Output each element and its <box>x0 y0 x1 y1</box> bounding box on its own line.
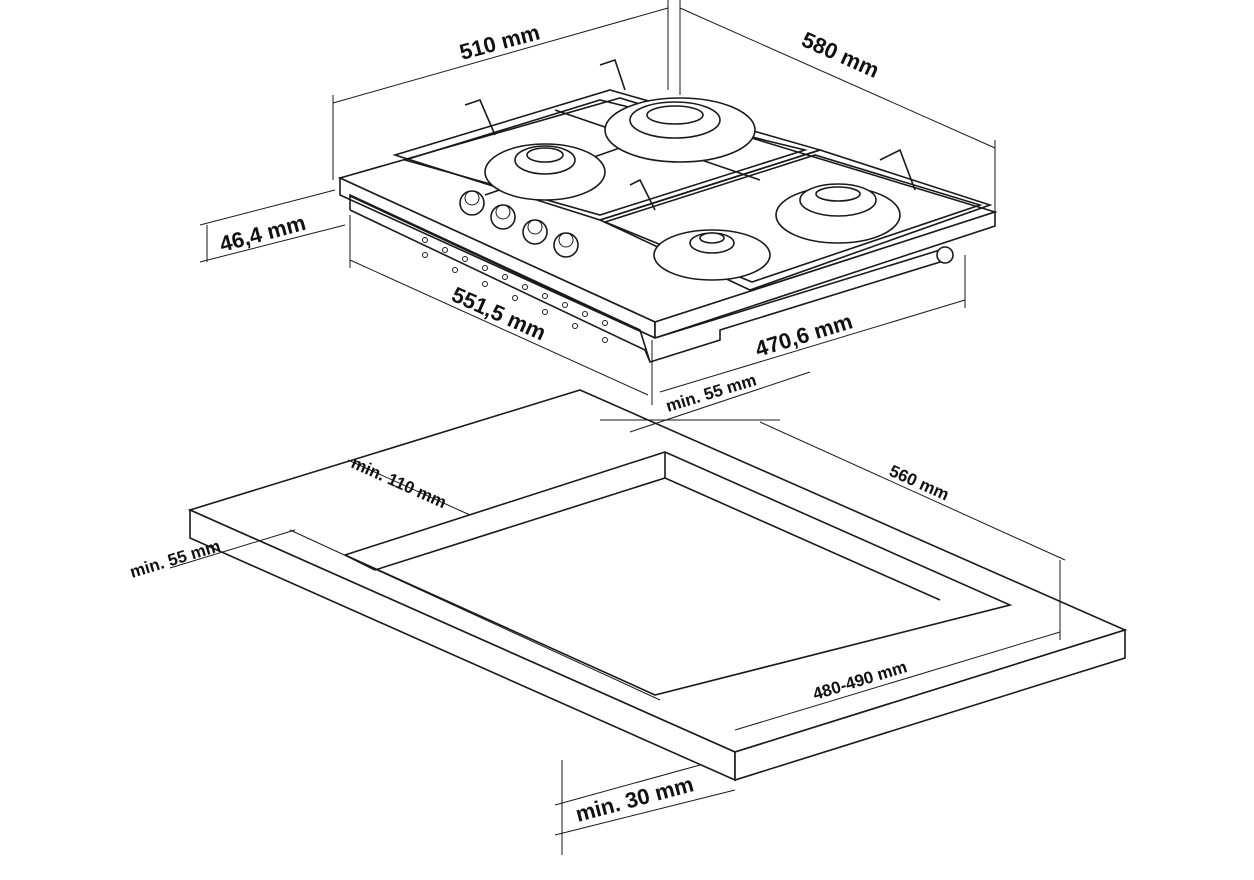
worktop <box>187 389 1128 782</box>
knob-1 <box>459 190 485 216</box>
cutout-opening <box>342 451 1013 696</box>
burner-front <box>653 229 771 281</box>
burners <box>484 97 901 281</box>
worktop-thickness-label: min. 30 mm <box>573 771 696 826</box>
cutout-dimension-lines <box>169 371 1066 855</box>
built-in-width-label: 470,6 mm <box>752 309 855 362</box>
knob-3 <box>522 219 548 245</box>
built-in-depth-label: 551,5 mm <box>448 282 550 346</box>
depth-label: 580 mm <box>798 27 883 83</box>
vent-holes <box>422 237 608 343</box>
knob-2 <box>490 204 516 230</box>
knob-4 <box>553 232 579 258</box>
gas-hob <box>337 58 998 364</box>
front-clearance-label: min. 55 mm <box>128 536 223 582</box>
cutout-depth-label: 560 mm <box>886 461 952 504</box>
control-knobs <box>459 190 579 258</box>
hob-dimension-lines <box>199 0 996 405</box>
gas-connector <box>936 246 954 264</box>
rear-clearance-label: min. 55 mm <box>664 370 759 416</box>
hob-right-edge <box>654 210 996 340</box>
worktop-side-edge <box>734 628 1126 782</box>
width-label: 510 mm <box>457 19 543 64</box>
